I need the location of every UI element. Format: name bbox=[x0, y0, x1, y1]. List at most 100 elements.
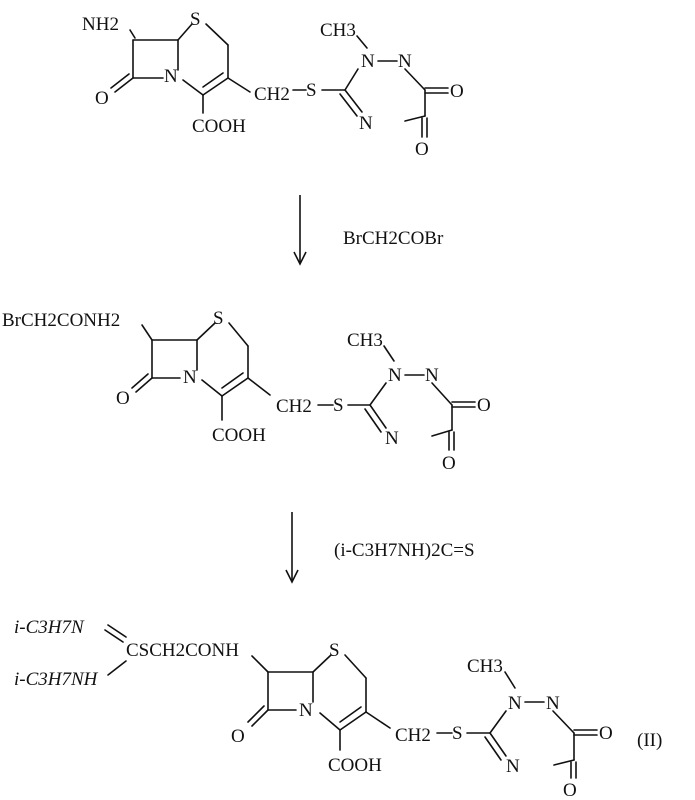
triazine-lower-oxygen-label: O bbox=[415, 139, 429, 160]
triazine-bond-c-n3-a bbox=[344, 89, 363, 113]
carboxyl-label: COOH bbox=[192, 116, 246, 137]
compound-label: (II) bbox=[637, 730, 662, 751]
ring-bond-c3-c4-b bbox=[339, 706, 362, 723]
ring-nitrogen-label: N bbox=[164, 66, 178, 87]
amide-bond bbox=[251, 655, 269, 673]
triazine-methyl-label: CH3 bbox=[320, 20, 356, 41]
carbonyl-bond-a bbox=[251, 709, 269, 727]
triazine-bond-c-n3-a bbox=[369, 404, 387, 429]
triazine-n3-label: N bbox=[506, 756, 520, 777]
ring-bond-c6-s bbox=[177, 23, 193, 41]
triazine-bond-c-n3-b bbox=[339, 93, 358, 117]
ring-bond-c3-c4-b bbox=[221, 372, 244, 389]
triazine-bond-c-n3-b bbox=[484, 736, 502, 761]
linker-sulfur-label: S bbox=[452, 723, 463, 744]
amine-bond bbox=[107, 660, 127, 676]
ring-bond-s-c2 bbox=[205, 23, 229, 46]
triazine-methyl-label: CH3 bbox=[467, 656, 503, 677]
top-group-label: i-C3H7N bbox=[14, 617, 85, 638]
carboxyl-label: COOH bbox=[328, 755, 382, 776]
triazine-bond-n2-c bbox=[552, 710, 575, 734]
ring-bond-c6-s bbox=[196, 322, 216, 341]
reaction-step-2: (i-C3H7NH)2C=S bbox=[285, 512, 475, 584]
reagent-1-label: BrCH2COBr bbox=[343, 228, 444, 249]
linker-ch2-label: CH2 bbox=[395, 725, 431, 746]
carbonyl-bond-b bbox=[247, 705, 265, 723]
triazine-lower-oxygen-label: O bbox=[442, 453, 456, 474]
methyl-bond bbox=[504, 671, 516, 689]
structure-3: i-C3H7N i-C3H7NH CSCH2CONH S N O COOH CH… bbox=[14, 617, 662, 800]
chain-label: CSCH2CONH bbox=[126, 640, 239, 661]
linker-bond-ch2 bbox=[247, 377, 271, 396]
triazine-lower-oxygen-label: O bbox=[563, 780, 577, 800]
linker-sulfur-label: S bbox=[333, 395, 344, 416]
triazine-n1-label: N bbox=[361, 51, 375, 72]
ring-bond-c3-c4-b bbox=[202, 72, 224, 88]
ring-bond-s-c2 bbox=[344, 654, 367, 679]
triazine-n2-label: N bbox=[425, 365, 439, 386]
triazine-n3-label: N bbox=[385, 428, 399, 449]
triazine-bond-c-n1 bbox=[344, 68, 359, 91]
triazine-n2-label: N bbox=[546, 693, 560, 714]
triazine-n2-label: N bbox=[398, 51, 412, 72]
triazine-upper-oxygen-label: O bbox=[477, 395, 491, 416]
ring-nitrogen-label: N bbox=[299, 700, 313, 721]
ring-sulfur-label: S bbox=[190, 9, 201, 30]
amine-label: NH2 bbox=[82, 14, 119, 35]
amine-bond bbox=[129, 29, 136, 39]
ring-bond-c3-c4-a bbox=[202, 77, 229, 96]
triazine-methyl-label: CH3 bbox=[347, 330, 383, 351]
substituent-label: BrCH2CONH2 bbox=[2, 310, 120, 331]
imine-bond-b bbox=[104, 629, 124, 643]
linker-sulfur-label: S bbox=[306, 80, 317, 101]
linker-bond-ch2 bbox=[365, 711, 391, 729]
ring-bond-c6-s bbox=[312, 654, 332, 673]
linker-bond-ch2 bbox=[227, 77, 251, 93]
triazine-bond-c-n1 bbox=[369, 382, 387, 406]
triazine-bond-c-n3 bbox=[553, 759, 575, 766]
reaction-arrow-1-head bbox=[293, 251, 307, 266]
linker-ch2-label: CH2 bbox=[276, 396, 312, 417]
carbonyl-bond-b bbox=[131, 373, 149, 389]
carbonyl-oxygen-label: O bbox=[231, 726, 245, 747]
carbonyl-oxygen-label: O bbox=[116, 388, 130, 409]
triazine-n3-label: N bbox=[359, 113, 373, 134]
ring-sulfur-label: S bbox=[213, 308, 224, 329]
ring-sulfur-label: S bbox=[329, 640, 340, 661]
triazine-n1-label: N bbox=[388, 365, 402, 386]
ring-bond-c4-n bbox=[182, 79, 204, 96]
triazine-bond-n2-c bbox=[431, 382, 453, 406]
carbonyl-bond-b bbox=[110, 73, 130, 89]
structure-1: NH2 S N O COOH CH2 S CH3 N N N O O bbox=[82, 9, 464, 160]
ring-bond-s-c2 bbox=[228, 322, 249, 347]
ring-bond-c4-n bbox=[201, 379, 223, 397]
imine-bond-a bbox=[107, 624, 127, 638]
methyl-bond bbox=[383, 345, 395, 362]
triazine-bond-n2-c bbox=[404, 68, 426, 91]
triazine-bond-c-n3-a bbox=[489, 732, 507, 757]
methyl-bond bbox=[356, 35, 368, 49]
carbonyl-oxygen-label: O bbox=[95, 88, 109, 109]
reaction-step-1: BrCH2COBr bbox=[293, 195, 444, 266]
triazine-bond-c-n3 bbox=[431, 429, 453, 437]
linker-ch2-label: CH2 bbox=[254, 84, 290, 105]
triazine-bond-c-n3 bbox=[404, 115, 426, 122]
reagent-2-label: (i-C3H7NH)2C=S bbox=[334, 540, 475, 561]
substituent-bond bbox=[141, 324, 153, 341]
triazine-upper-oxygen-label: O bbox=[450, 81, 464, 102]
ring-nitrogen-label: N bbox=[183, 367, 197, 388]
carbonyl-bond-a bbox=[135, 377, 153, 393]
carbonyl-bond-a bbox=[114, 77, 134, 93]
structure-2: BrCH2CONH2 S N O COOH CH2 S CH3 N N N O … bbox=[2, 308, 491, 474]
triazine-upper-oxygen-label: O bbox=[599, 723, 613, 744]
triazine-bond-c-n1 bbox=[489, 710, 507, 734]
triazine-n1-label: N bbox=[508, 693, 522, 714]
carboxyl-label: COOH bbox=[212, 425, 266, 446]
ring-bond-c3-c4-a bbox=[221, 377, 249, 397]
bottom-group-label: i-C3H7NH bbox=[14, 669, 99, 690]
ring-bond-c3-c4-a bbox=[339, 711, 367, 731]
reaction-arrow-2-head bbox=[285, 569, 299, 584]
ring-bond-c4-n bbox=[319, 712, 341, 731]
